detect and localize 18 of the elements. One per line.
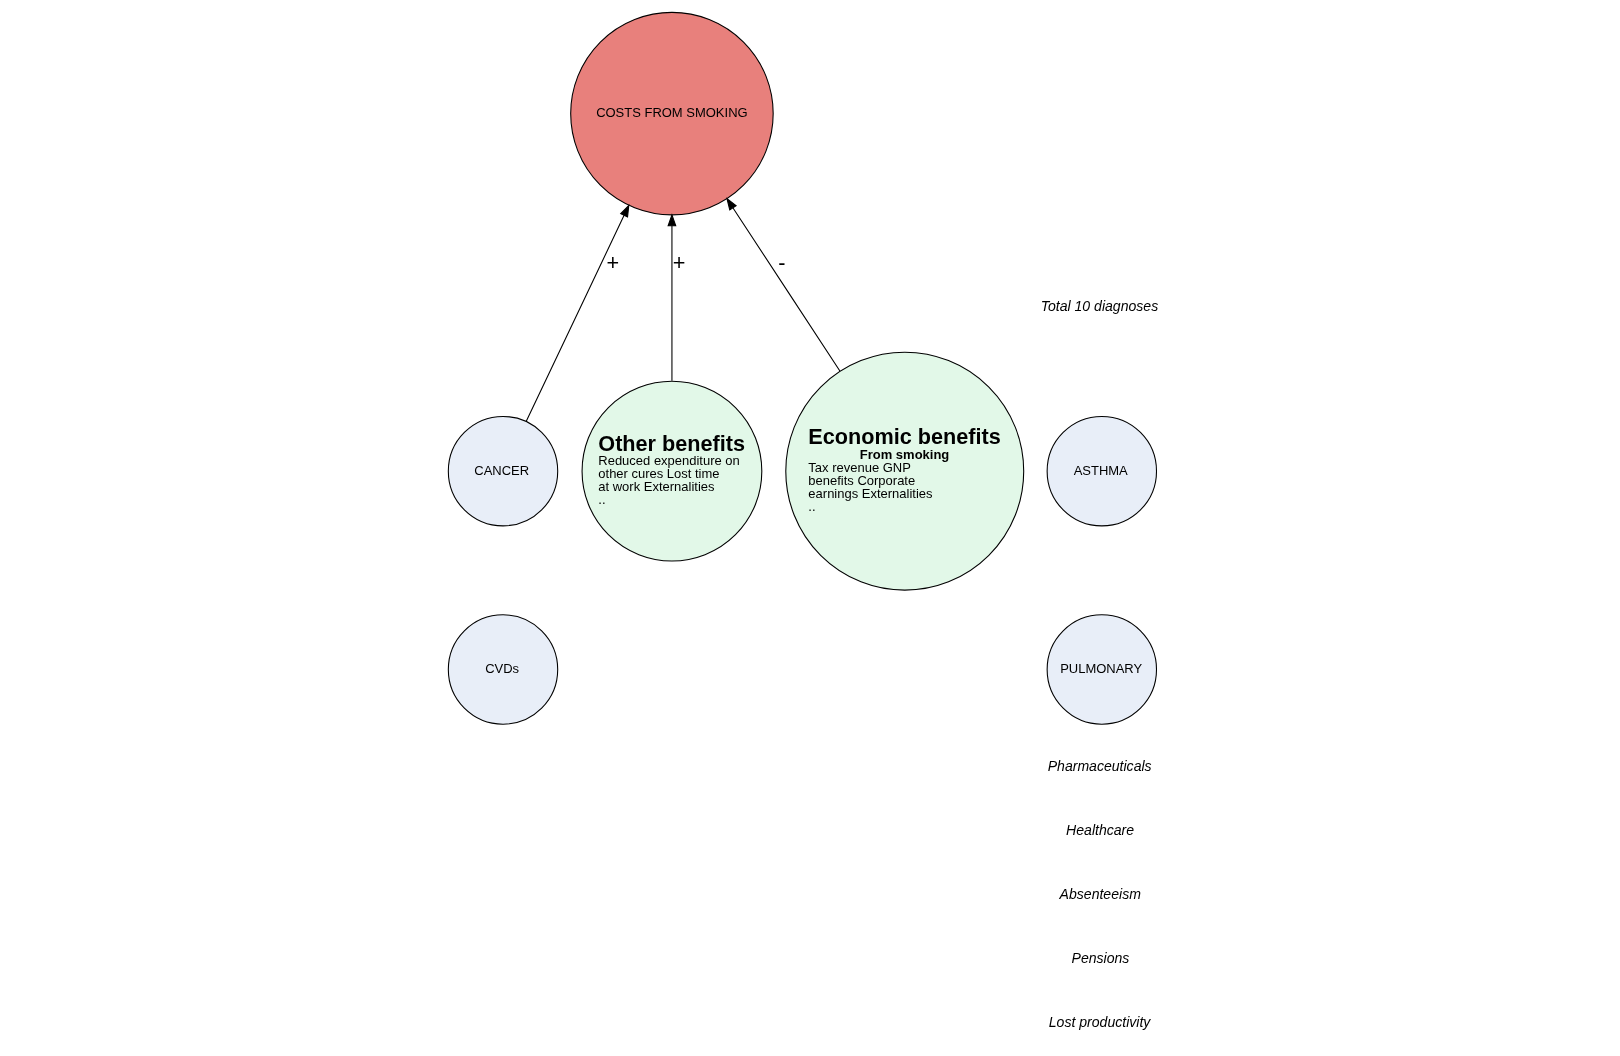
label: Pensions (1071, 949, 1130, 966)
label: Total 10 diagnoses (1040, 297, 1159, 314)
label: Pharmaceuticals (1047, 758, 1152, 775)
node-circle: ASTHMA (1046, 415, 1158, 527)
edge-label: + (606, 250, 620, 276)
edge-label: - (778, 250, 786, 276)
node-circle: PULMONARY (1046, 614, 1158, 725)
node-circle: CANCER (447, 415, 559, 527)
arrow (525, 204, 630, 422)
arrow (667, 213, 677, 382)
node-circle: Economic benefits From smoking Tax revenue GNP benefits Corporate earnings Externalities .. (785, 351, 1025, 591)
label: Healthcare (1066, 822, 1135, 839)
label: Lost productivity (1048, 1013, 1151, 1030)
node-circle: CVDs (447, 614, 559, 725)
label: Absenteeism (1059, 885, 1141, 902)
node-circle: Other benefits Reduced expenditure on other cures Lost time at work Externalities .. (581, 380, 763, 562)
arrow (726, 197, 841, 372)
edge-label: + (672, 250, 686, 276)
